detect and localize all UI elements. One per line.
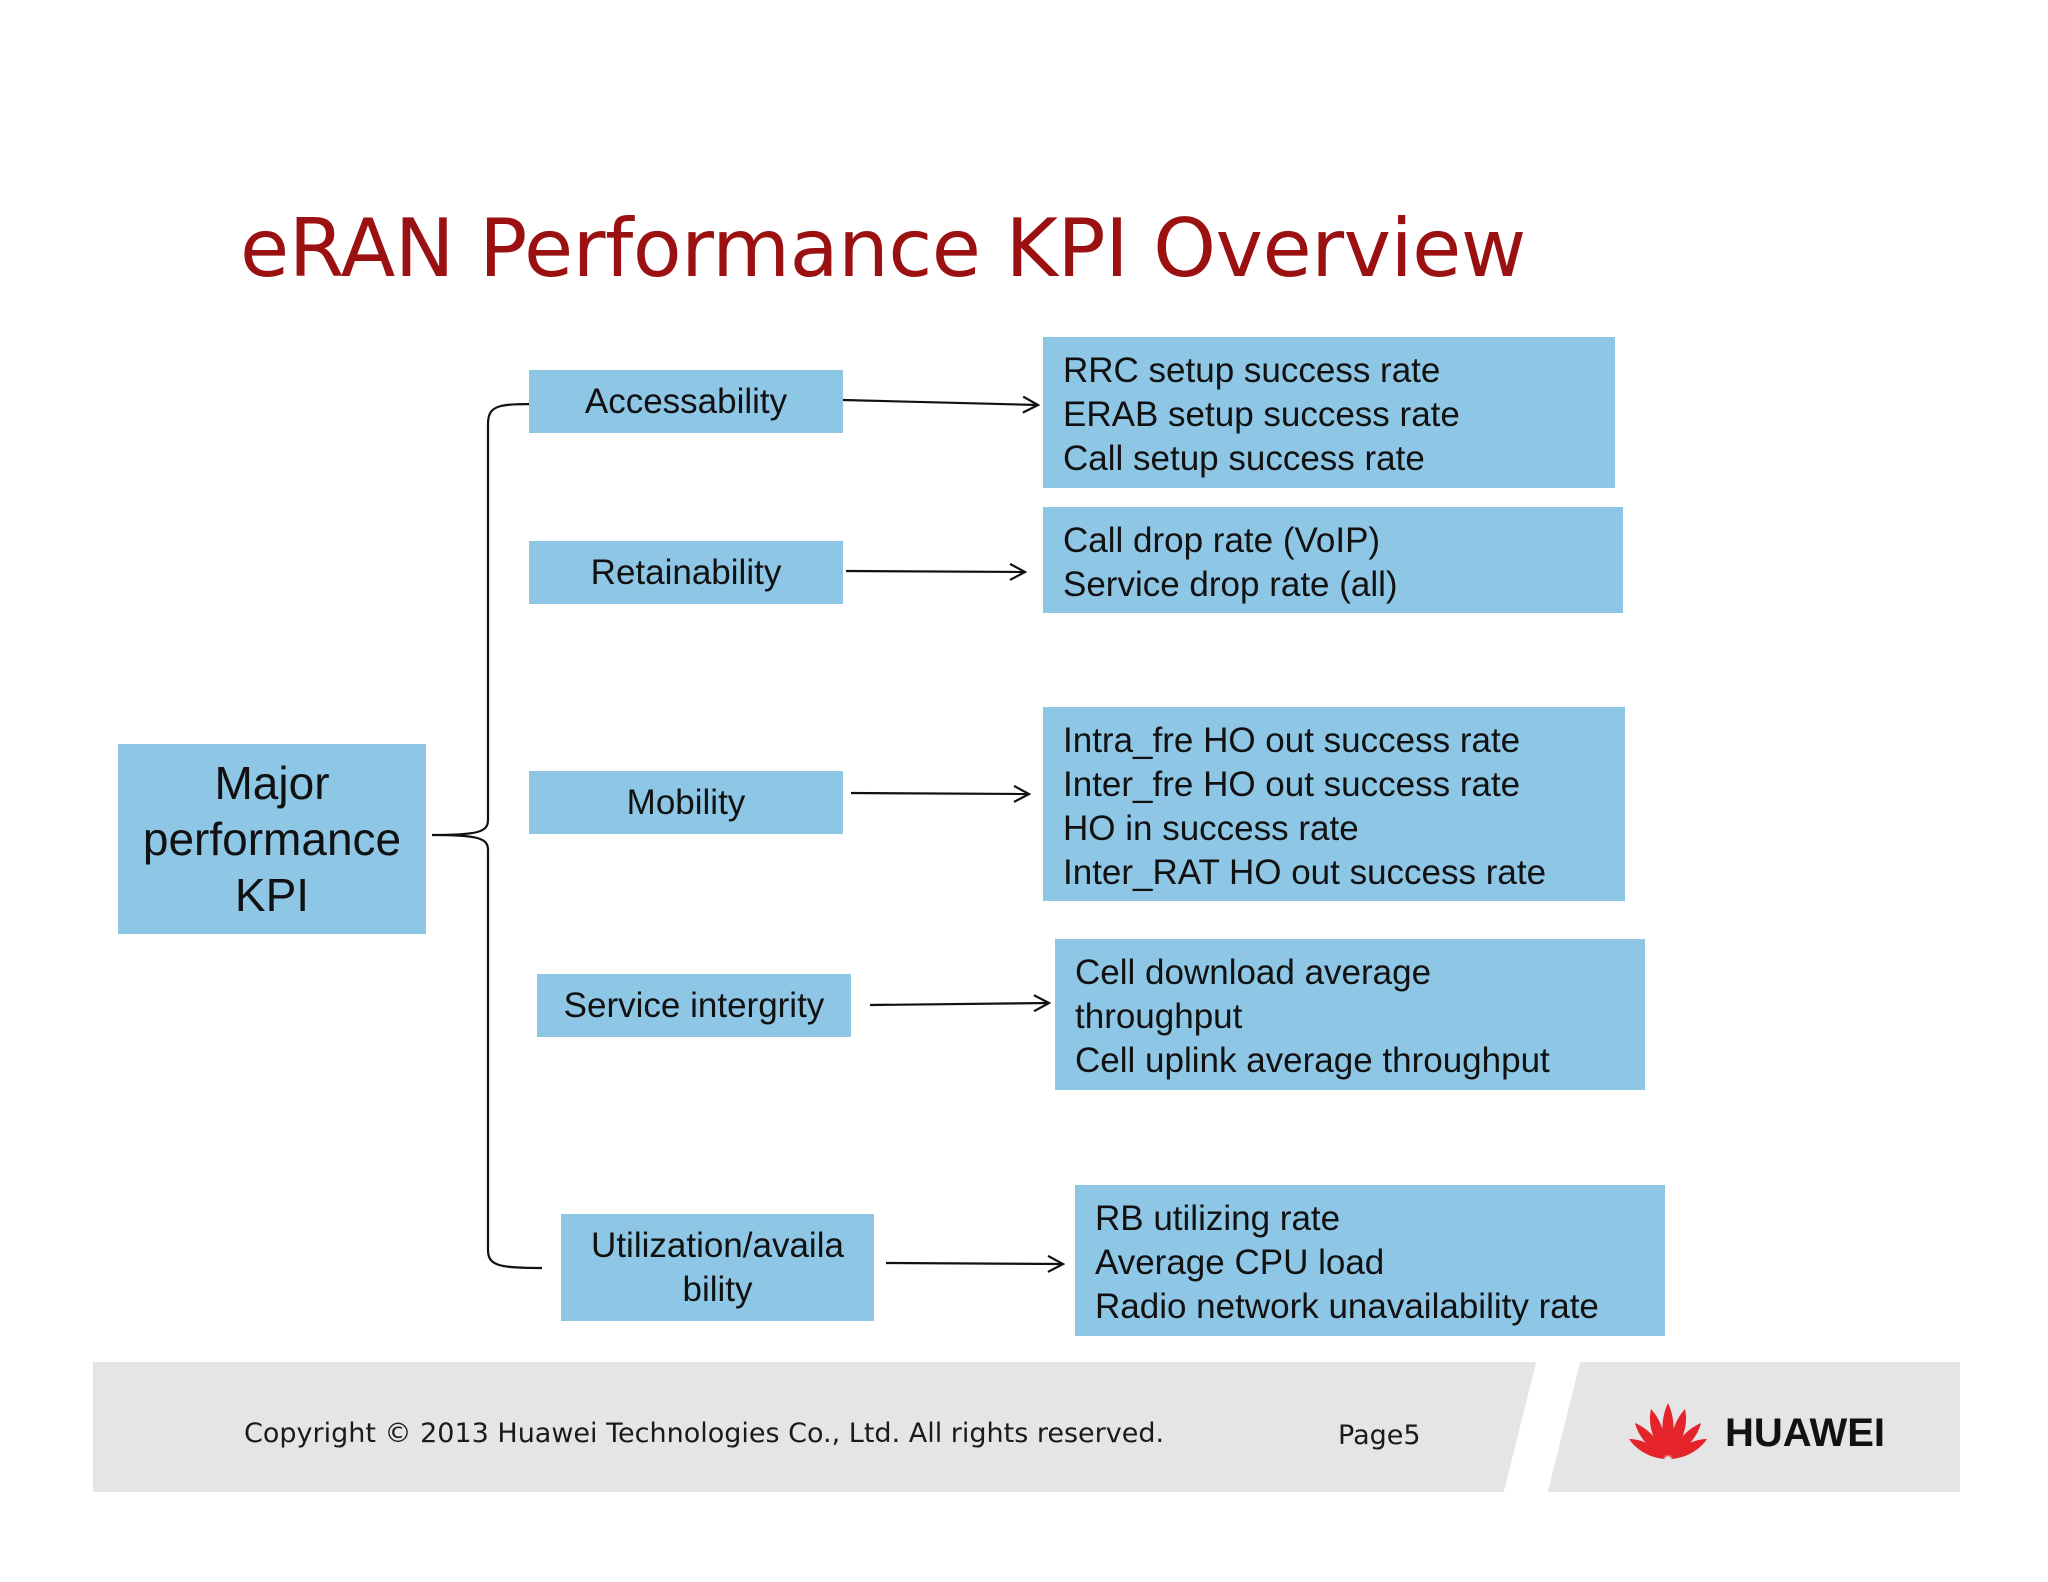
metric-item: RB utilizing rate xyxy=(1095,1199,1341,1238)
metric-item: Cell download average xyxy=(1075,953,1432,992)
metric-item: RRC setup success rate xyxy=(1063,351,1441,390)
arrow-accessability xyxy=(842,400,1038,405)
metrics-utilization: RB utilizing rate Average CPU load Radio… xyxy=(1075,1185,1665,1336)
metric-item: Cell uplink average throughput xyxy=(1075,1041,1550,1080)
root-kpi-line: KPI xyxy=(234,869,310,921)
category-retainability: Retainability xyxy=(529,541,843,604)
metric-item: Inter_fre HO out success rate xyxy=(1063,765,1521,804)
metric-item: Inter_RAT HO out success rate xyxy=(1063,853,1547,892)
category-label: Accessability xyxy=(584,381,788,421)
huawei-logo: HUAWEI xyxy=(1625,1395,1905,1470)
bracket-connector xyxy=(431,402,543,1270)
category-mobility: Mobility xyxy=(529,771,843,834)
root-kpi-box: Major performance KPI xyxy=(118,744,426,934)
metric-item: Call setup success rate xyxy=(1063,439,1425,478)
page-number: Page5 xyxy=(1338,1420,1421,1451)
metric-item: ERAB setup success rate xyxy=(1063,395,1460,434)
slide-title: eRAN Performance KPI Overview xyxy=(240,202,1526,295)
copyright-text: Copyright © 2013 Huawei Technologies Co.… xyxy=(244,1418,1165,1449)
metric-item: HO in success rate xyxy=(1063,809,1359,848)
metric-item: Radio network unavailability rate xyxy=(1095,1287,1599,1326)
category-label: Utilization/availa xyxy=(591,1225,844,1265)
arrow-service-integrity xyxy=(869,1003,1049,1005)
huawei-petal-logo-icon xyxy=(1629,1403,1707,1459)
metrics-mobility: Intra_fre HO out success rate Inter_fre … xyxy=(1043,707,1625,901)
arrow-mobility xyxy=(850,793,1029,794)
metric-item: Call drop rate (VoIP) xyxy=(1063,521,1381,560)
metric-item: Average CPU load xyxy=(1095,1243,1385,1282)
category-label: bility xyxy=(682,1269,753,1309)
footer-bar xyxy=(93,1362,1960,1492)
metric-item: throughput xyxy=(1075,997,1243,1036)
metrics-retainability: Call drop rate (VoIP) Service drop rate … xyxy=(1043,507,1623,613)
category-label: Retainability xyxy=(590,552,782,592)
huawei-wordmark: HUAWEI xyxy=(1725,1411,1885,1455)
metrics-accessability: RRC setup success rate ERAB setup succes… xyxy=(1043,337,1615,488)
arrow-retainability xyxy=(845,571,1025,572)
metrics-service-integrity: Cell download average throughput Cell up… xyxy=(1055,939,1645,1090)
category-service-integrity: Service intergrity xyxy=(537,974,851,1037)
metric-item: Intra_fre HO out success rate xyxy=(1063,721,1521,760)
category-label: Mobility xyxy=(626,782,746,822)
metric-item: Service drop rate (all) xyxy=(1063,565,1398,604)
category-utilization: Utilization/availa bility xyxy=(561,1214,874,1321)
root-kpi-line: performance xyxy=(142,813,402,865)
root-kpi-line: Major xyxy=(214,757,330,809)
category-label: Service intergrity xyxy=(563,985,825,1025)
category-accessability: Accessability xyxy=(529,370,843,433)
arrow-utilization xyxy=(885,1263,1063,1264)
